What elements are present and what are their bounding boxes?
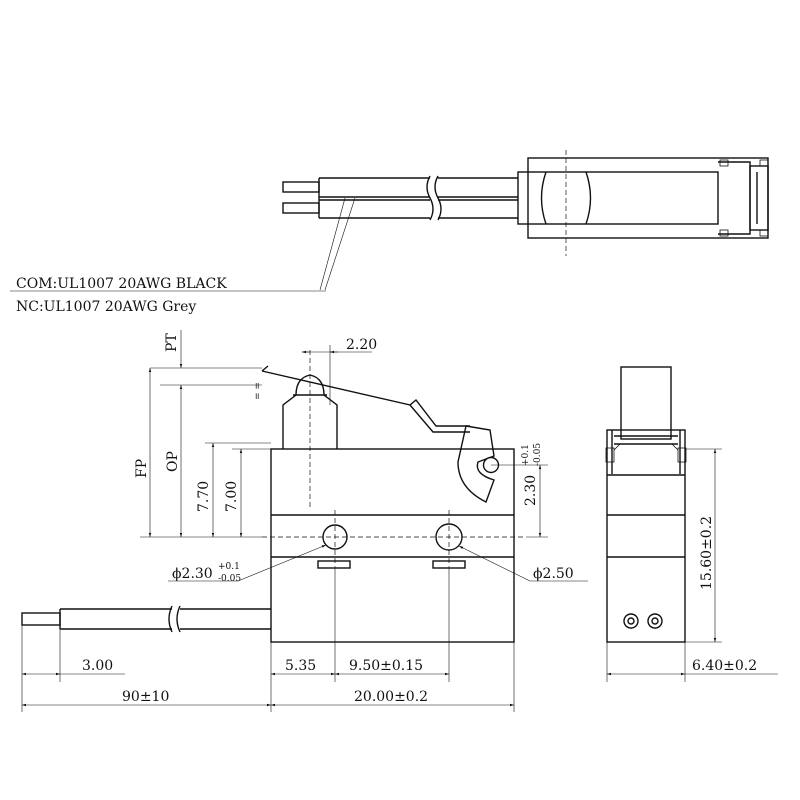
svg-text:= =: = = <box>251 382 261 400</box>
front-cable <box>21 605 271 633</box>
com-wire-note: COM:UL1007 20AWG BLACK <box>16 276 227 292</box>
pt-label: PT <box>164 333 180 352</box>
lever-pivot <box>457 425 495 503</box>
switch-body-front <box>270 448 515 643</box>
body-end-cap <box>749 165 769 231</box>
dim-1560: 15.60±0.2 <box>699 516 715 590</box>
side-wire-hole-left <box>623 613 639 629</box>
dim-90: 90±10 <box>122 689 169 705</box>
lever-arm-edge <box>261 365 470 427</box>
body-end <box>718 161 751 235</box>
break-line-right <box>434 175 442 221</box>
dim-950: 9.50±0.15 <box>349 658 423 674</box>
dim-300: 3.00 <box>82 658 113 674</box>
wire-note: COM:UL1007 20AWG BLACK NC:UL1007 20AWG G… <box>10 276 326 315</box>
op-label: OP <box>165 451 181 472</box>
dimension-lines: PT FP OP 7.70 7.00 2.20 2.30 +0.1 -0.05 … <box>21 330 778 712</box>
side-wire-hole-right <box>647 613 663 629</box>
dim-230-tol-plus: +0.1 <box>521 444 531 466</box>
dim-hole-small-tol-minus: -0.05 <box>218 574 241 584</box>
wire-tip-bottom <box>282 202 320 214</box>
dim-230-tol-minus: -0.05 <box>533 443 543 466</box>
leader-line-1 <box>324 197 356 291</box>
cable-left <box>59 608 172 630</box>
dim-770: 7.70 <box>196 481 212 512</box>
dim-lever-offset: 2.20 <box>346 337 377 353</box>
side-view <box>605 366 687 643</box>
nc-wire-note: NC:UL1007 20AWG Grey <box>16 299 196 315</box>
dim-2000: 20.00±0.2 <box>354 689 428 705</box>
wire-tip-top <box>282 181 320 193</box>
switch-strain-relief <box>517 171 719 225</box>
terminal-left <box>317 560 351 569</box>
fp-label: FP <box>134 459 150 478</box>
roller-arc-right <box>585 171 592 225</box>
dim-hole-small-tol-plus: +0.1 <box>218 562 240 572</box>
break-line-left <box>426 175 434 221</box>
side-plunger <box>620 366 672 440</box>
dim-230-vertical: 2.30 <box>523 475 539 506</box>
dim-hole-large: ϕ2.50 <box>533 566 574 582</box>
front-view: = = <box>251 350 526 643</box>
roller-arc-left <box>540 171 547 225</box>
side-body <box>606 429 686 643</box>
cable-right <box>180 608 271 630</box>
dim-700: 7.00 <box>224 481 240 512</box>
switch-body-top <box>527 157 769 239</box>
dim-535: 5.35 <box>285 658 316 674</box>
cable-tip <box>21 612 61 626</box>
lever-arm <box>261 370 470 433</box>
top-view <box>282 150 769 291</box>
dim-hole-small: ϕ2.30 <box>172 566 213 582</box>
dim-640: 6.40±0.2 <box>692 658 757 674</box>
wire-jacket-right <box>438 177 518 219</box>
wire-jacket-left <box>318 177 430 219</box>
